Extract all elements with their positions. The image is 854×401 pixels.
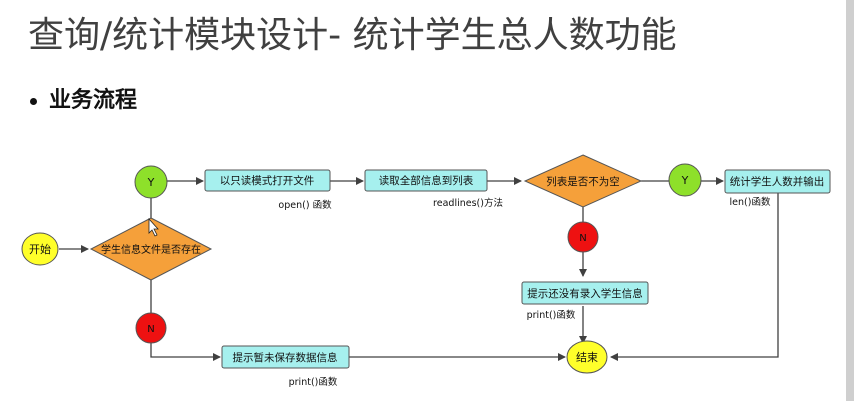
- process-open-label: 以只读模式打开文件: [220, 174, 315, 187]
- process-count-label: 统计学生人数并输出: [730, 175, 825, 188]
- note-open: open() 函数: [278, 199, 332, 211]
- process-read-label: 读取全部信息到列表: [379, 174, 474, 187]
- decision-file-exists: 学生信息文件是否存在: [89, 217, 213, 281]
- process-none-label: 提示还没有录入学生信息: [527, 287, 643, 300]
- bullet-item: 业务流程: [30, 82, 137, 114]
- note-print-nosave: print()函数: [289, 376, 338, 388]
- process-open-file: 以只读模式打开文件: [204, 169, 331, 192]
- no-label-1: N: [147, 324, 154, 335]
- start-label: 开始: [29, 242, 51, 256]
- note-read: readlines()方法: [433, 197, 503, 209]
- connectors: [59, 177, 779, 361]
- decision-list-label: 列表是否不为空: [546, 175, 620, 188]
- start-node: 开始: [21, 232, 59, 266]
- right-edge-bar: [846, 0, 854, 401]
- process-nosave-label: 提示暂未保存数据信息: [233, 351, 338, 364]
- end-label: 结束: [576, 351, 598, 364]
- slide-title: 查询/统计模块设计- 统计学生总人数功能: [28, 15, 677, 56]
- yes-node-1: Y: [134, 165, 168, 199]
- decision-list-not-empty: 列表是否不为空: [523, 154, 643, 208]
- bullet-dot-icon: [30, 97, 37, 105]
- mouse-cursor-icon: [148, 217, 159, 237]
- edge-count-end: [610, 193, 779, 361]
- note-print-none: print()函数: [527, 309, 576, 321]
- bullet-text: 业务流程: [49, 88, 138, 113]
- decision-file-label: 学生信息文件是否存在: [101, 243, 201, 256]
- end-node: 结束: [566, 340, 608, 374]
- yes-label-2: Y: [681, 174, 689, 187]
- process-count: 统计学生人数并输出: [724, 169, 831, 194]
- no-node-2: N: [567, 221, 599, 253]
- process-no-save: 提示暂未保存数据信息: [221, 345, 350, 369]
- edge-no-nosave: [150, 342, 221, 361]
- process-read-all: 读取全部信息到列表: [364, 169, 488, 192]
- no-node-1: N: [135, 312, 167, 344]
- note-len: len()函数: [730, 196, 771, 208]
- yes-label-1: Y: [147, 176, 155, 189]
- no-label-2: N: [579, 233, 586, 244]
- yes-node-2: Y: [668, 163, 702, 197]
- process-no-students: 提示还没有录入学生信息: [521, 281, 649, 305]
